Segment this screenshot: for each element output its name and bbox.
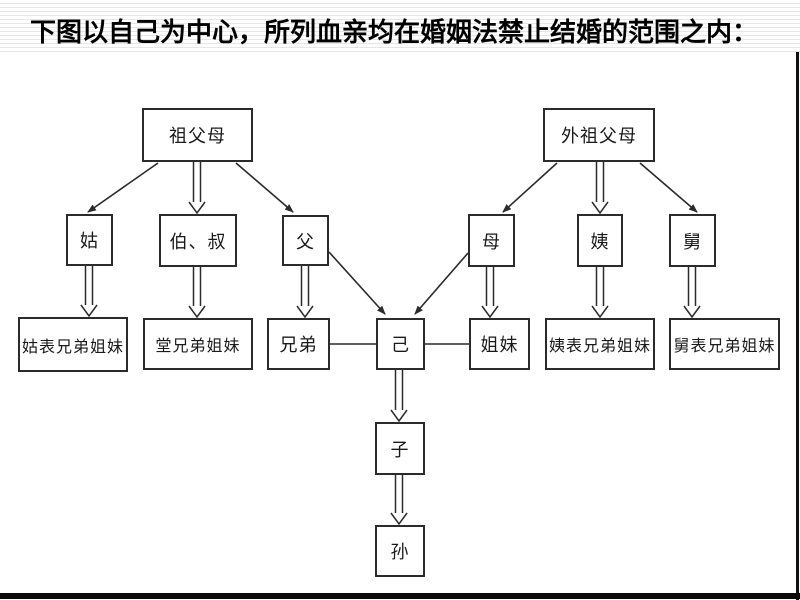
slide-right-border [796, 52, 799, 600]
slide-bottom-bar [0, 593, 800, 599]
arrow-maternal-grandparents-to-mother [502, 162, 558, 213]
arrow-paternal-grandparents-to-paternal-uncles [188, 162, 206, 215]
arrow-father-to-self [328, 251, 386, 315]
arrow-self-to-son [390, 370, 408, 423]
arrow-maternal-grandparents-to-maternal-aunt [591, 162, 609, 215]
arrow-son-to-grandson [390, 475, 408, 526]
arrow-paternal-aunt-to-cousins [80, 266, 98, 318]
title-stripe-background [0, 0, 800, 55]
arrow-maternal-aunt-to-cousins [591, 267, 609, 319]
arrow-father-to-brothers [296, 266, 314, 319]
arrow-mother-to-sisters [481, 267, 499, 319]
slide-title: 下图以自己为中心，所列血亲均在婚姻法禁止结婚的范围之内： [30, 18, 759, 47]
arrow-mother-to-self [414, 252, 469, 315]
arrow-maternal-uncle-to-cousins [683, 267, 701, 319]
arrow-paternal-grandparents-to-father [235, 162, 294, 213]
arrow-paternal-grandparents-to-paternal-aunt [87, 162, 159, 213]
arrow-paternal-uncles-to-cousins [188, 267, 206, 319]
arrow-maternal-grandparents-to-maternal-uncle [639, 162, 698, 213]
